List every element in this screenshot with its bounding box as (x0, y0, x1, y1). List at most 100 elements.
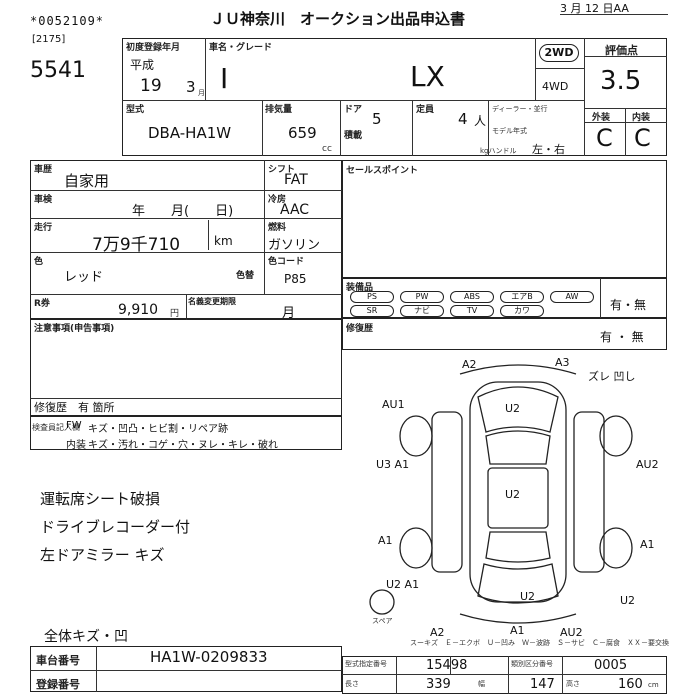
score-value: 3.5 (600, 66, 642, 96)
damage-mark: A2 (462, 358, 477, 371)
inspector-row-1: キズ・凹凸・ヒビ割・リペア跡 (88, 424, 228, 435)
damage-mark: A1 (640, 538, 655, 551)
car-trunk (477, 563, 559, 604)
model-year-label: モデル年式 (492, 127, 527, 135)
inspector-label: 検査員記入欄 (32, 423, 80, 432)
model-value: DBA-HA1W (148, 124, 232, 142)
front-right-wheel (599, 415, 633, 457)
car-name-label: 車名・グレード (209, 43, 273, 53)
interior-label: 内装 (632, 113, 651, 123)
r-fee-label: R券 (34, 299, 50, 309)
model-label: 型式 (126, 105, 145, 115)
equipment-label: 装備品 (346, 283, 374, 293)
dealer-label: ディーラー・並行 (492, 105, 548, 113)
rear-left-wheel (399, 527, 433, 569)
equipment-row1-4: AW (550, 291, 594, 303)
damage-mark: ズレ 凹し (588, 370, 636, 383)
capacity-value: 4 (458, 110, 468, 128)
repair-label: 修復歴 (346, 324, 374, 334)
drive-4wd: 4WD (542, 80, 569, 93)
front-bumper (459, 364, 577, 375)
load-label: 積載 (344, 131, 363, 141)
sales-point-label: セールスポイント (346, 166, 419, 176)
damage-mark: AU2 (636, 458, 659, 471)
inspector-prefix-2: 内装 (66, 440, 86, 451)
exterior-grade: C (596, 124, 613, 152)
color-value: レッド (64, 270, 104, 285)
rear-bumper (459, 613, 577, 624)
history-label: 車歴 (34, 165, 53, 175)
right-side-panel (573, 411, 605, 573)
inspector-row-2: キズ・汚れ・コゲ・穴・ヌレ・キレ・破れ (88, 440, 278, 451)
left-side-panel (431, 411, 463, 573)
displacement-value: 659 (288, 124, 317, 142)
score-label: 評価点 (605, 44, 638, 57)
history-value: 自家用 (64, 172, 110, 190)
lot-number: 5541 (30, 58, 86, 83)
damage-mark: U2 (505, 402, 521, 415)
yen-unit: 円 (170, 309, 180, 319)
equipment-row1-3: エアB (500, 291, 544, 303)
equipment-row2-3: カワ (500, 305, 544, 317)
repair-box (342, 318, 667, 350)
rear-right-wheel (599, 527, 633, 569)
ac-value: AAC (280, 202, 310, 218)
month-unit: 月 (198, 89, 205, 97)
car-make: I (220, 62, 229, 95)
class-code-value: 0005 (594, 658, 628, 673)
handle-value: 左・右 (532, 143, 565, 156)
equipment-row1-0: PS (350, 291, 394, 303)
color-code-label: 色コード (268, 257, 305, 267)
displacement-label: 排気量 (265, 105, 293, 115)
equipment-box (342, 278, 667, 318)
car-rear-window (485, 531, 551, 563)
chassis-label: 車台番号 (36, 654, 80, 667)
equipment-row2-2: TV (450, 305, 494, 317)
damage-mark: A2 (430, 626, 445, 639)
equipment-row1-1: PW (400, 291, 444, 303)
front-left-wheel (399, 415, 433, 457)
height-unit: cm (648, 681, 659, 689)
mileage-value: 7万9千710 (92, 235, 181, 255)
reg-no-label: 登録番号 (36, 678, 80, 691)
capacity-label: 定員 (416, 105, 435, 115)
damage-mark: A3 (555, 356, 570, 369)
accident-text: 修復歴 有 箇所 (34, 401, 115, 414)
model-cert-label: 型式指定番号 (345, 660, 387, 668)
damage-mark: U2 A1 (386, 578, 420, 591)
form-title: ＪＵ神奈川 オークション出品申込書 (210, 10, 466, 28)
form-date: 3 月 12 日AA (560, 2, 629, 15)
title-change-label: 名義変更期限 (188, 297, 236, 306)
damage-mark: U2 (505, 488, 521, 501)
color-label: 色 (34, 257, 44, 267)
car-windshield (485, 430, 551, 465)
serial-number: *0052109* (30, 14, 105, 28)
equipment-ari-nashi: 有・無 (610, 298, 647, 312)
damage-mark: U2 (620, 594, 636, 607)
damage-mark: AU2 (560, 626, 583, 639)
exterior-label: 外装 (592, 113, 611, 123)
mileage-label: 走行 (34, 223, 53, 233)
height-value: 160 (618, 677, 643, 692)
damage-mark: A1 (510, 624, 525, 637)
handwritten-note-1: 運転席シート破損 (40, 490, 161, 508)
sales-point-box (342, 160, 667, 278)
inspection-value: 年 月( 日) (132, 204, 234, 219)
drive-2wd: 2WD (539, 44, 579, 62)
length-value: 339 (426, 677, 451, 692)
era: 平成 (130, 58, 155, 72)
handwritten-note-3: 左ドアミラー キズ (40, 546, 165, 564)
car-hood (477, 386, 559, 433)
damage-mark: U2 (520, 590, 536, 603)
length-label: 長さ (345, 680, 359, 688)
notes-box (30, 318, 342, 416)
vehicle-info-table (122, 38, 667, 156)
damage-mark: A1 (378, 534, 393, 547)
chassis-table (30, 646, 342, 692)
spare-label: スペア (372, 617, 393, 625)
fuel-value: ガソリン (268, 238, 321, 253)
spare-tire (369, 589, 395, 615)
shift-value: FAT (284, 172, 308, 188)
title-deadline: 月 (282, 306, 296, 321)
handwritten-note-2: ドライブレコーダー付 (40, 518, 191, 536)
